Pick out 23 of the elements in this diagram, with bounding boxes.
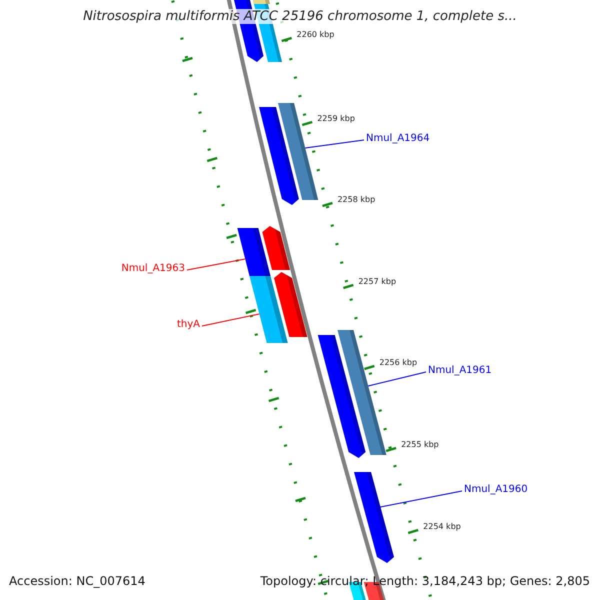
tick-label: 2257 kbp (358, 277, 396, 287)
gene-label: thyA (176, 319, 200, 331)
gene-block (354, 472, 394, 563)
tick-label: 2260 kbp (296, 30, 334, 40)
gene-label: Nmul_A1960 (464, 484, 528, 496)
footer-text: Topology: circular; Length: 3,184,243 bp; Genes: 2,805 (260, 574, 590, 588)
leader-line (304, 140, 364, 148)
tick-label: 2259 kbp (317, 114, 355, 124)
gene-block (237, 228, 270, 276)
footer-text: Accession: NC_007614 (9, 574, 146, 588)
gene-label: Nmul_A1963 (121, 263, 185, 275)
leader-line (368, 372, 426, 386)
tick-label: 2254 kbp (423, 522, 461, 532)
leader-line (380, 490, 462, 508)
gene-label: Nmul_A1961 (428, 365, 492, 377)
gene-block (250, 276, 288, 343)
leader-line (186, 258, 246, 270)
gene-label: Nmul_A1964 (366, 133, 430, 145)
tick-label: 2256 kbp (379, 358, 418, 368)
gene-block (278, 103, 318, 200)
leader-line (202, 314, 260, 326)
tick-label: 2255 kbp (401, 440, 439, 450)
tick-label: 2258 kbp (337, 195, 376, 205)
